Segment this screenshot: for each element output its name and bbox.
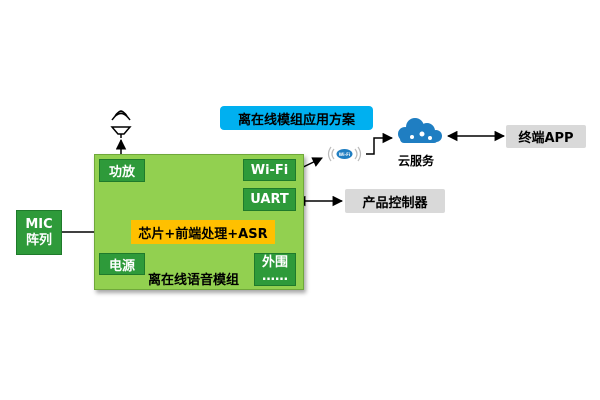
uart-box: UART (243, 188, 296, 211)
cloud-service-label: 云服务 (398, 154, 435, 168)
mic-label: MIC (25, 216, 53, 232)
peripheral-box: 外围 …… (254, 253, 296, 286)
cloud-icon (398, 118, 442, 143)
amp-box: 功放 (99, 159, 145, 182)
peripheral-more: …… (262, 268, 288, 284)
product-controller-box: 产品控制器 (345, 189, 445, 213)
wifi-signal-icon (327, 146, 362, 162)
array-label: 阵列 (25, 232, 52, 248)
power-box: 电源 (99, 253, 145, 275)
mic-array-box: MIC 阵列 (16, 210, 62, 255)
wifi-badge-text: Wi-Fi (339, 152, 351, 157)
peripheral-label: 外围 (261, 254, 288, 270)
chip-asr-box: 芯片+前端处理+ASR (131, 220, 275, 244)
speaker-icon (110, 110, 132, 138)
module-label: 离在线语音模组 (148, 273, 240, 288)
terminal-app-box: 终端APP (506, 125, 586, 148)
wifi-box: Wi-Fi (243, 159, 296, 181)
solution-title: 离在线模组应用方案 (220, 106, 373, 130)
signal-cloud-line (366, 132, 394, 155)
